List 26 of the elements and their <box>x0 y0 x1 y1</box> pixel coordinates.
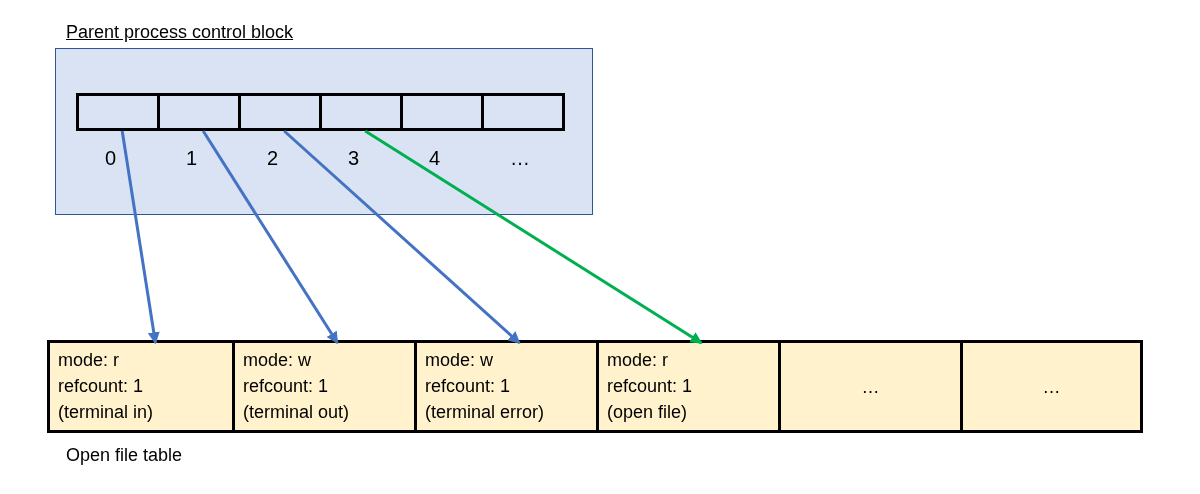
arrow <box>364 129 703 345</box>
entry-text: (open file) <box>607 402 688 423</box>
index-number: 3 <box>348 147 360 170</box>
entry-text: … <box>1042 376 1061 397</box>
entry-text: (terminal out) <box>243 402 350 423</box>
entry-text: mode: w <box>425 350 494 371</box>
index-number: 1 <box>186 147 198 170</box>
entry-text: (terminal in) <box>58 402 154 423</box>
entry-text: mode: r <box>58 350 120 371</box>
entry-text: refcount: 1 <box>607 376 693 397</box>
entry-text: (terminal error) <box>425 402 544 423</box>
entry-text: … <box>861 376 880 397</box>
entry-text: mode: r <box>607 350 669 371</box>
arrow <box>201 130 339 344</box>
index-number: 2 <box>267 147 279 170</box>
index-number: … <box>510 147 530 170</box>
panel-heading: Parent process control block <box>66 22 294 43</box>
arrow <box>283 129 521 345</box>
entry-text: mode: w <box>243 350 312 371</box>
index-number: 4 <box>429 147 441 170</box>
entry-text: refcount: 1 <box>58 376 144 397</box>
entry-text: refcount: 1 <box>425 376 511 397</box>
table-heading: Open file table <box>66 445 183 466</box>
arrow <box>120 130 160 345</box>
entry-text: refcount: 1 <box>243 376 329 397</box>
index-number: 0 <box>105 147 117 170</box>
